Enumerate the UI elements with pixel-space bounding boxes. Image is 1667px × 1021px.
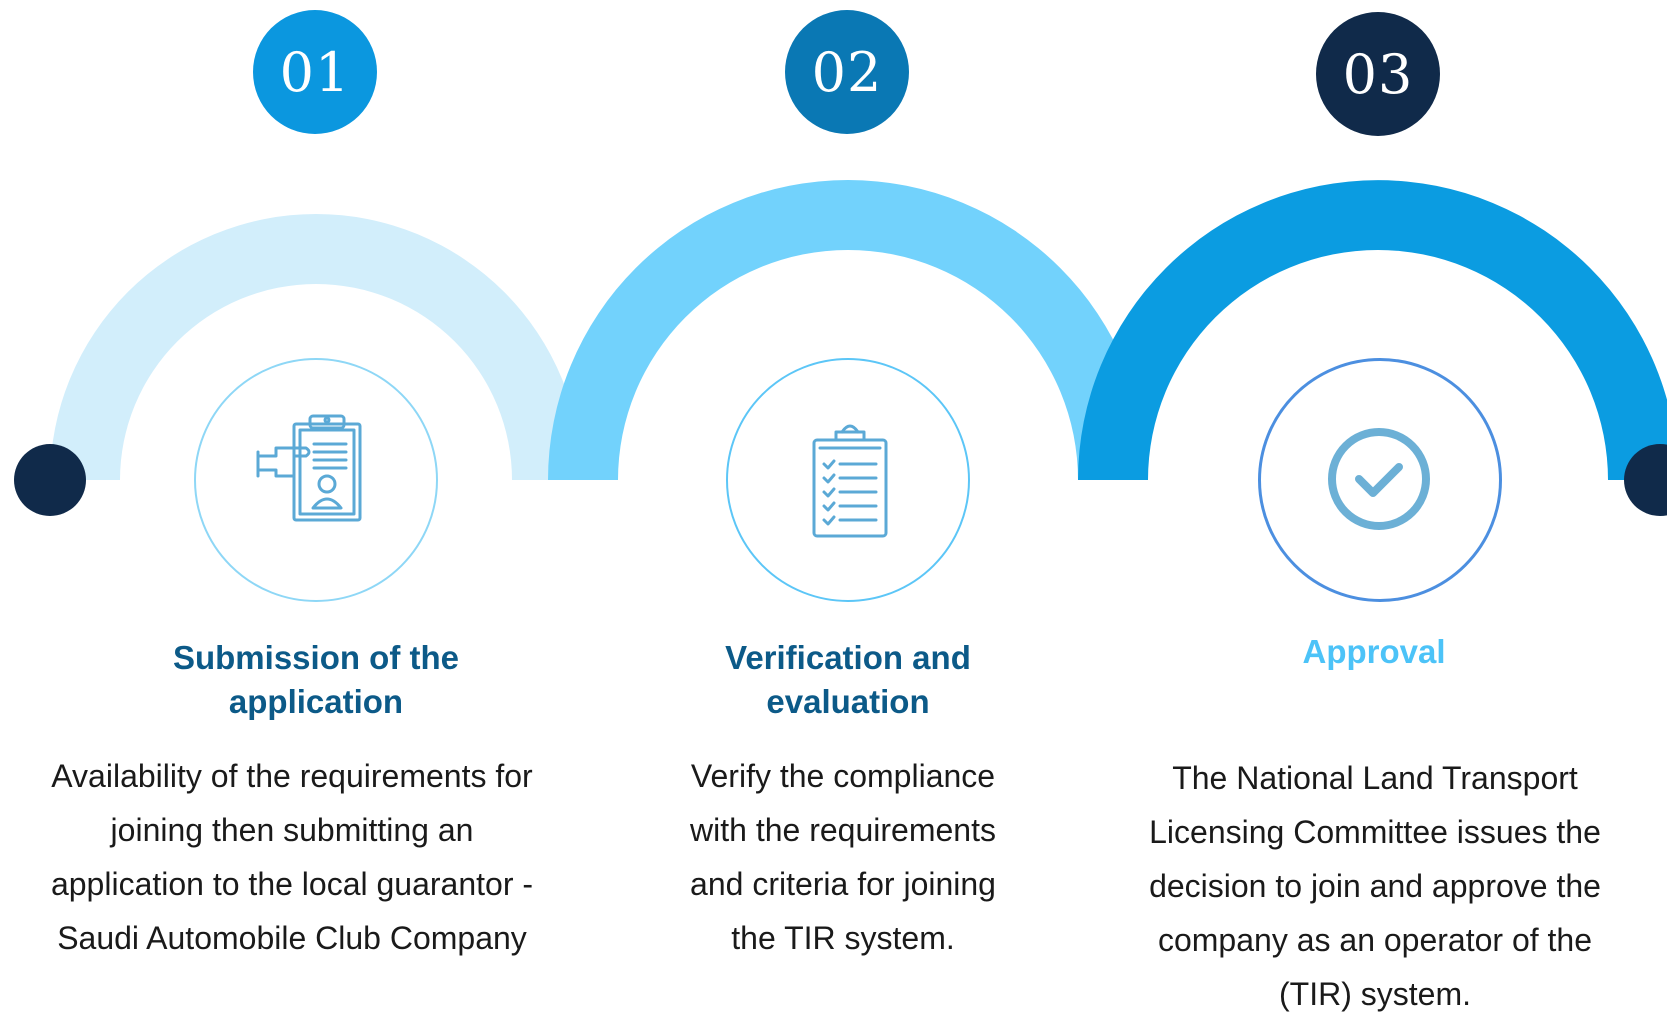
step-3-number-badge: 03 xyxy=(1316,12,1440,136)
checkmark-circle-icon xyxy=(1328,428,1430,530)
step-3-desc-line-5: (TIR) system. xyxy=(1279,976,1471,1012)
step-1-desc-line-2: joining then submitting an xyxy=(110,812,474,848)
arc-step-3 xyxy=(1078,180,1667,480)
arc-step-2 xyxy=(548,180,1148,480)
step-2-title-line-1: Verification and xyxy=(725,639,971,676)
step-1-desc-line-1: Availability of the requirements for xyxy=(51,758,533,794)
step-2-title: Verification and evaluation xyxy=(638,636,1058,724)
step-3-desc-line-3: decision to join and approve the xyxy=(1149,868,1601,904)
step-1-number: 01 xyxy=(279,40,351,104)
step-3-description: The National Land Transport Licensing Co… xyxy=(1105,751,1645,1021)
step-2-desc-line-1: Verify the compliance xyxy=(690,758,996,794)
arc-step-1 xyxy=(50,214,582,480)
step-1-desc-line-3: application to the local guarantor - xyxy=(50,866,534,902)
step-2-desc-line-2: with the requirements xyxy=(690,812,996,848)
step-3-desc-line-1: The National Land Transport xyxy=(1172,760,1578,796)
step-1-title-line-2: application xyxy=(228,683,404,720)
step-1-description: Availability of the requirements for joi… xyxy=(0,749,584,965)
step-1-desc-line-4: Saudi Automobile Club Company xyxy=(57,920,527,956)
step-1-title: Submission of the application xyxy=(106,636,526,724)
step-2-desc-line-3: and criteria for joining xyxy=(690,866,996,902)
step-2-title-line-2: evaluation xyxy=(766,683,930,720)
step-3-title-line-1: Approval xyxy=(1302,633,1446,670)
step-2-number-badge: 02 xyxy=(785,10,909,134)
checklist-clipboard-icon xyxy=(812,424,888,538)
step-1-title-line-1: Submission of the xyxy=(172,639,459,676)
step-3-number: 03 xyxy=(1342,42,1414,106)
step-3-desc-line-2: Licensing Committee issues the xyxy=(1149,814,1601,850)
start-dot xyxy=(14,444,86,516)
id-card-application-icon xyxy=(256,414,362,522)
step-2-desc-line-4: the TIR system. xyxy=(731,920,955,956)
step-2-description: Verify the compliance with the requireme… xyxy=(633,749,1053,965)
end-dot xyxy=(1624,444,1667,516)
step-3-title: Approval xyxy=(1164,630,1584,674)
step-1-icon-circle xyxy=(194,358,438,602)
step-3-icon-circle xyxy=(1258,358,1502,602)
step-3-desc-line-4: company as an operator of the xyxy=(1157,922,1593,958)
step-2-icon-circle xyxy=(726,358,970,602)
step-2-number: 02 xyxy=(811,40,883,104)
step-1-number-badge: 01 xyxy=(253,10,377,134)
